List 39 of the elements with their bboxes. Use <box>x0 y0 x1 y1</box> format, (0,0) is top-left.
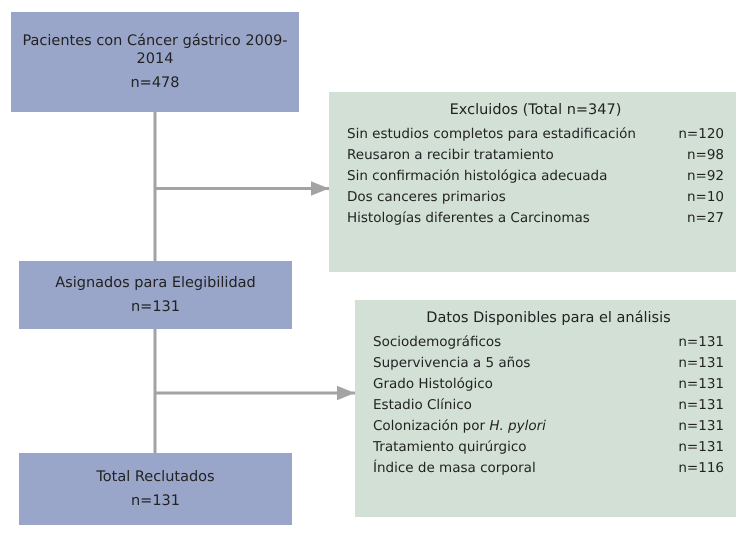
item-label: Sociodemográficos <box>373 333 502 352</box>
item-label: Sin confirmación histológica adecuada <box>347 167 608 186</box>
count-label: n=116 <box>678 459 724 478</box>
item-label: Reusaron a recibir tratamiento <box>347 146 554 165</box>
count-label: n=131 <box>130 492 180 510</box>
box-title: Total Reclutados <box>96 468 215 486</box>
process-box <box>19 261 292 329</box>
count-label: n=131 <box>678 375 724 394</box>
count-label: n=131 <box>678 438 724 457</box>
process-box <box>19 453 292 525</box>
count-label: n=27 <box>686 209 724 228</box>
item-label: Histologías diferentes a Carcinomas <box>347 209 590 228</box>
count-label: n=120 <box>678 125 724 144</box>
box-title: Asignados para Elegibilidad <box>55 274 256 292</box>
item-label: Supervivencia a 5 años <box>373 354 530 373</box>
count-label: n=131 <box>678 396 724 415</box>
box-heading: Datos Disponibles para el análisis <box>425 310 672 326</box>
count-label: n=131 <box>678 417 724 436</box>
box-heading: Excluidos (Total n=347) <box>448 102 622 118</box>
item-label: Sin estudios completos para estadificación <box>347 125 636 144</box>
item-label: Estadio Clínico <box>373 396 472 415</box>
item-label: Colonización por H. pylori <box>373 417 546 436</box>
count-label: n=10 <box>686 188 724 207</box>
item-label: Grado Histológico <box>373 375 493 394</box>
list-box <box>329 92 736 272</box>
count-label: n=92 <box>686 167 724 186</box>
box-title: Pacientes con Cáncer gástrico 2009-2014 <box>21 32 289 68</box>
count-label: n=131 <box>130 298 180 316</box>
list-box <box>355 300 736 517</box>
count-label: n=478 <box>130 74 180 92</box>
item-label: Dos canceres primarios <box>347 188 506 207</box>
count-label: n=131 <box>678 354 724 373</box>
arrow <box>154 329 355 400</box>
item-label: Tratamiento quirúrgico <box>373 438 527 457</box>
count-label: n=131 <box>678 333 724 352</box>
count-label: n=98 <box>686 146 724 165</box>
process-box <box>11 12 299 112</box>
item-label: Índice de masa corporal <box>373 458 536 478</box>
arrow <box>154 112 329 196</box>
